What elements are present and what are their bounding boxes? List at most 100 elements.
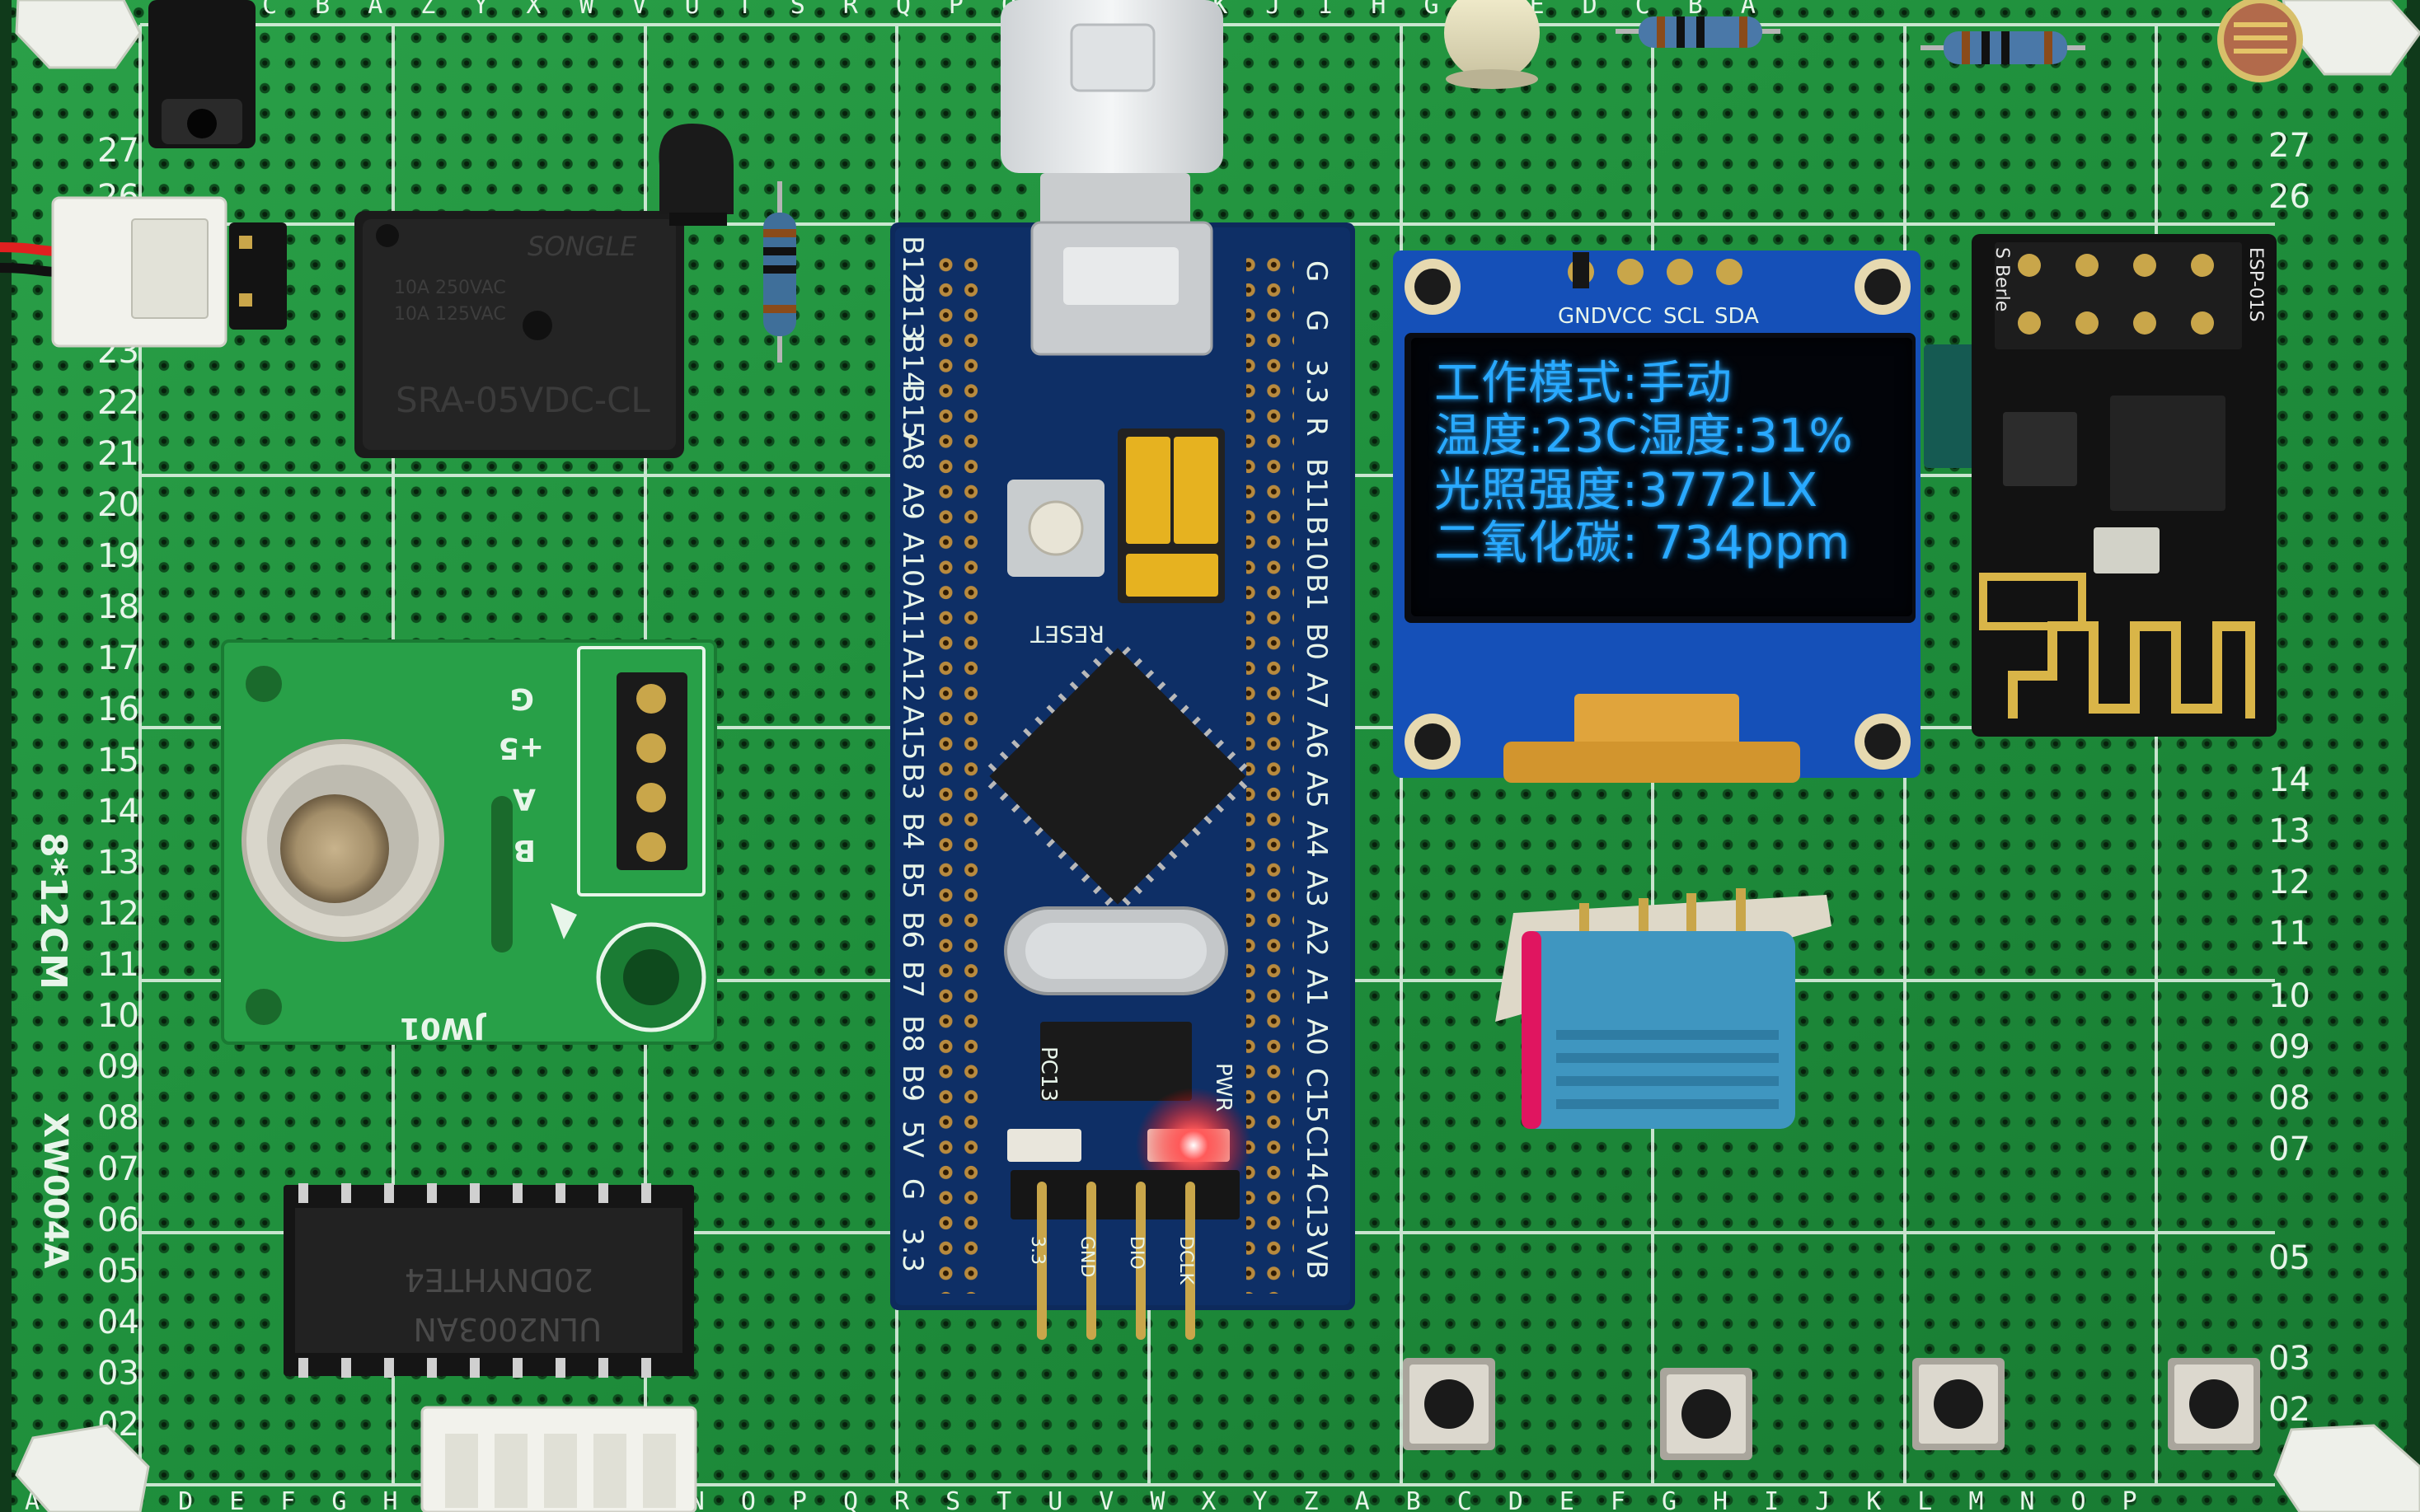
row-label: 03 bbox=[2268, 1340, 2310, 1378]
row-label: 12 bbox=[2268, 864, 2310, 901]
swd-label: DCLK bbox=[1175, 1236, 1196, 1285]
row-label: 07 bbox=[97, 1150, 139, 1188]
mcu-pin-label: G bbox=[896, 1178, 929, 1200]
mcu-pin-label: A11 bbox=[896, 590, 929, 645]
pwr-label: PWR bbox=[1211, 1063, 1236, 1112]
gas-sensor-pin-labels: G +5 A B bbox=[499, 681, 544, 867]
mcu-pin-label: C14 bbox=[1300, 1126, 1333, 1181]
row-label: 19 bbox=[97, 537, 139, 575]
driver-ic: 20DNYHTE4 ULN2003AN bbox=[284, 1183, 694, 1378]
relay-rating-1: 10A 250VAC bbox=[394, 278, 506, 298]
mcu-pin-label: A7 bbox=[1300, 672, 1333, 709]
dht11-sensor bbox=[1495, 888, 1831, 1129]
mcu-pin-label: B10 bbox=[1300, 516, 1333, 571]
standoffs bbox=[15, 0, 2420, 1512]
row-numbers-right: 27 26 14 13 12 11 10 09 08 07 05 03 02 bbox=[2268, 127, 2310, 1429]
row-label: 20 bbox=[97, 486, 139, 524]
pc13-label: PC13 bbox=[1036, 1046, 1061, 1102]
swd-label: GND bbox=[1076, 1236, 1097, 1277]
dc-jack bbox=[148, 0, 256, 148]
row-label: 26 bbox=[2268, 178, 2310, 216]
gas-pin-label: A bbox=[513, 782, 536, 816]
row-label: 07 bbox=[2268, 1130, 2310, 1168]
column-letters-top: EDCBAZYXWVUTSRQPONMLKJIHGFEDCBA bbox=[157, 0, 1794, 20]
mcu-pin-label: A15 bbox=[896, 705, 929, 761]
oled-pin-label: GND bbox=[1558, 304, 1607, 329]
mcu-pin-label: A4 bbox=[1300, 821, 1333, 858]
board-size-label: 8*12CM bbox=[32, 832, 74, 990]
ic-line-1: 20DNYHTE4 bbox=[405, 1262, 593, 1298]
relay-part-number: SRA-05VDC-CL bbox=[396, 380, 650, 420]
tactile-buttons bbox=[1403, 1358, 2260, 1460]
mcu-pin-label: G bbox=[1300, 310, 1333, 331]
power-connector bbox=[0, 196, 287, 348]
wifi-brand: S Berle bbox=[1991, 247, 2012, 311]
row-label: 02 bbox=[2268, 1391, 2310, 1429]
mcu-pin-label: B7 bbox=[896, 961, 929, 998]
row-label: 16 bbox=[97, 690, 139, 728]
mcu-pin-label: B1 bbox=[1300, 573, 1333, 611]
row-label: 12 bbox=[97, 895, 139, 933]
transistor bbox=[659, 124, 734, 226]
mcu-pin-label: A2 bbox=[1300, 920, 1333, 957]
mcu-pin-label: B5 bbox=[896, 862, 929, 899]
mcu-pin-label: B13 bbox=[896, 285, 929, 340]
mcu-left-pin-labels: B12 B13 B14 B15 A8 A9 A10 A11 A12 A15 B3… bbox=[896, 236, 929, 1272]
row-label: 14 bbox=[2268, 761, 2310, 799]
mcu-pin-label: A12 bbox=[896, 648, 929, 703]
mcu-pin-label: 3.3 bbox=[896, 1228, 929, 1272]
mcu-board: RESET bbox=[890, 221, 1355, 1340]
mcu-pin-label: B4 bbox=[896, 812, 929, 850]
oled-line-mode: 工作模式:手动 bbox=[1434, 357, 1733, 410]
row-label: 06 bbox=[97, 1201, 139, 1239]
swd-label: 3.3 bbox=[1027, 1236, 1048, 1265]
mcu-pin-label: B11 bbox=[1300, 458, 1333, 513]
relay-brand: SONGLE bbox=[528, 231, 637, 262]
row-label: 04 bbox=[97, 1304, 139, 1341]
row-label: 08 bbox=[97, 1099, 139, 1137]
oled-line-temp-humidity: 温度:23C湿度:31% bbox=[1434, 410, 1854, 463]
row-label: 27 bbox=[2268, 127, 2310, 165]
mcu-pin-label: C15 bbox=[1300, 1068, 1333, 1123]
led-top bbox=[1444, 0, 1540, 89]
row-label: 10 bbox=[97, 997, 139, 1035]
reset-label: RESET bbox=[1029, 620, 1104, 648]
photoresistor bbox=[2217, 0, 2303, 82]
row-label: 17 bbox=[97, 639, 139, 677]
mcu-right-pin-labels: G G 3.3 R B11 B10 B1 B0 A7 A6 A5 A4 A3 A… bbox=[1300, 260, 1333, 1280]
row-label: 15 bbox=[97, 742, 139, 779]
mcu-pin-label: A8 bbox=[896, 433, 929, 470]
row-label: 13 bbox=[97, 844, 139, 882]
mcu-pin-label: A0 bbox=[1300, 1018, 1333, 1056]
row-label: 13 bbox=[2268, 812, 2310, 850]
mcu-pin-label: A6 bbox=[1300, 722, 1333, 759]
resistor-top-2 bbox=[1921, 31, 2085, 64]
row-label: 10 bbox=[2268, 977, 2310, 1015]
relay: SONGLE 10A 250VAC 10A 125VAC SRA-05VDC-C… bbox=[354, 211, 684, 458]
mcu-pin-label: A5 bbox=[1300, 771, 1333, 808]
row-label: 22 bbox=[97, 384, 139, 422]
mcu-pin-label: A3 bbox=[1300, 870, 1333, 907]
mcu-pin-label: B8 bbox=[896, 1015, 929, 1052]
mcu-pin-label: 3.3 bbox=[1300, 359, 1333, 404]
mcu-pin-label: 5V bbox=[896, 1121, 929, 1158]
oled-line-co2: 二氧化碳: 734ppm bbox=[1434, 517, 1851, 570]
gas-pin-label: B bbox=[514, 833, 536, 867]
oled-line-light: 光照强度:3772LX bbox=[1434, 464, 1818, 517]
oled-pin-label: VCC bbox=[1607, 304, 1652, 329]
row-label: 27 bbox=[97, 132, 139, 170]
row-label: 05 bbox=[97, 1252, 139, 1290]
row-label: 11 bbox=[97, 946, 139, 984]
swd-header-labels: 3.3 GND DIO DCLK bbox=[1027, 1236, 1196, 1285]
mcu-pin-label: VB bbox=[1300, 1241, 1333, 1280]
gas-sensor-module bbox=[221, 639, 717, 1045]
swd-label: DIO bbox=[1126, 1236, 1147, 1270]
mcu-pin-label: A9 bbox=[896, 483, 929, 520]
oled-pin-label: SDA bbox=[1714, 304, 1759, 329]
row-label: 08 bbox=[2268, 1079, 2310, 1117]
mcu-pin-label: G bbox=[1300, 260, 1333, 282]
stepper-connector bbox=[420, 1406, 697, 1512]
row-label: 14 bbox=[97, 793, 139, 831]
row-label: 09 bbox=[97, 1048, 139, 1086]
